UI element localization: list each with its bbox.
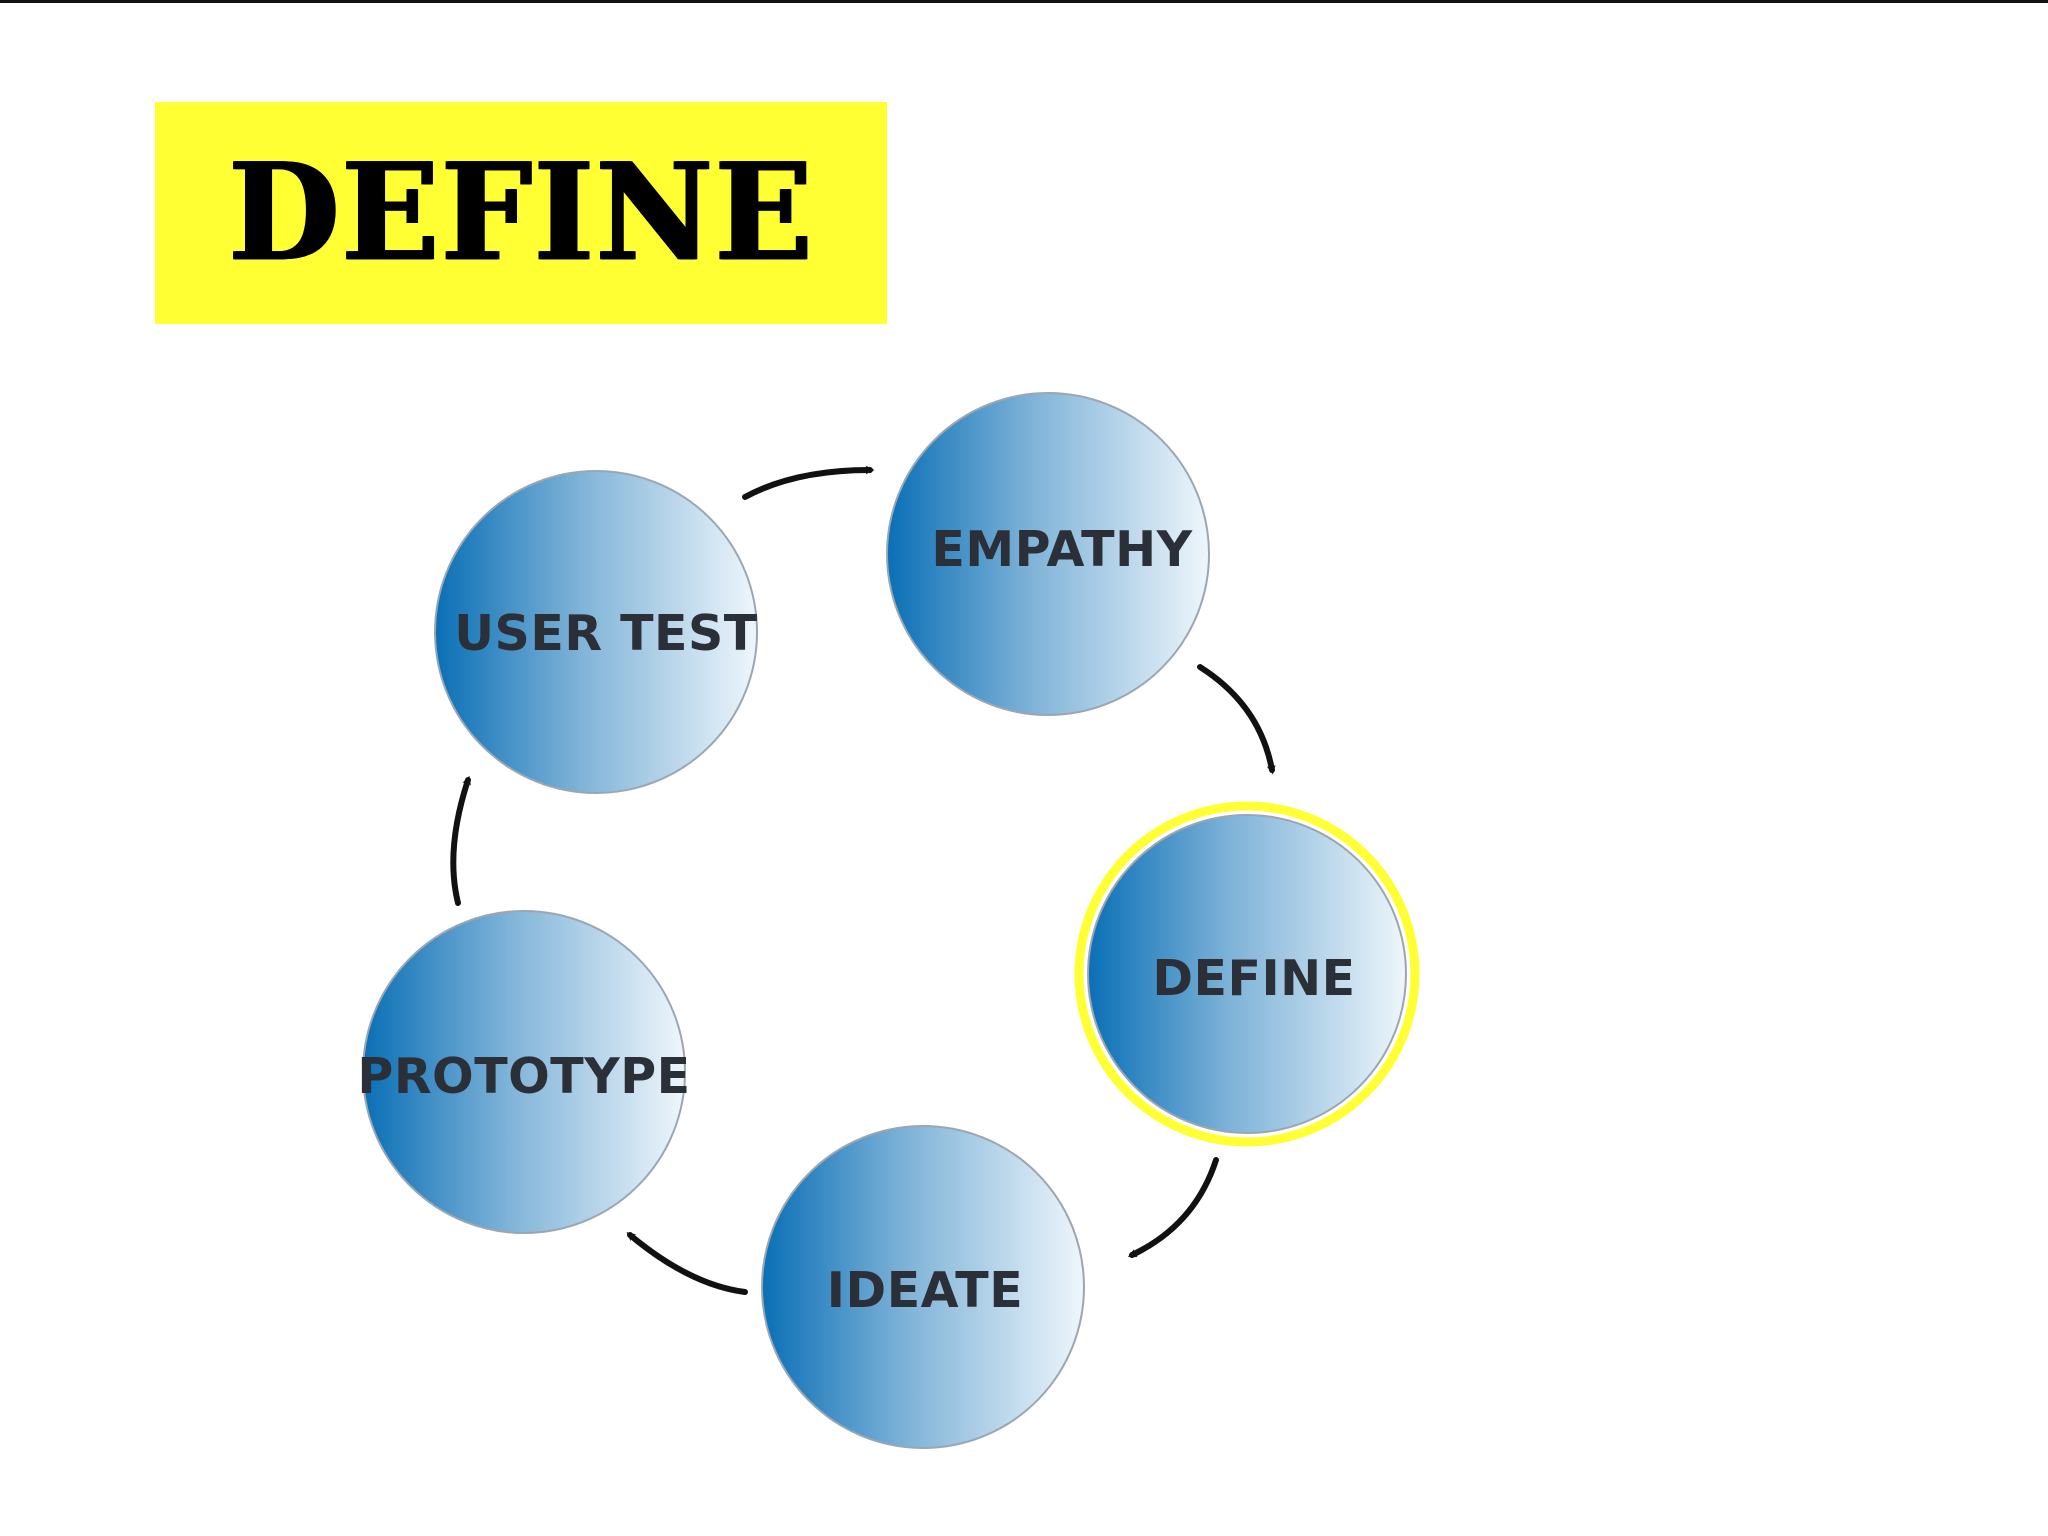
stage-prototype-label: PROTOTYPE bbox=[357, 1048, 690, 1105]
arrow-ideate-to-prototype bbox=[626, 1232, 748, 1295]
stage-define-label: DEFINE bbox=[1152, 950, 1355, 1007]
cycle-arrows bbox=[450, 465, 1276, 1295]
arrow-empathy-to-define bbox=[1197, 664, 1276, 775]
stage-empathy: EMPATHY bbox=[886, 392, 1210, 716]
stage-ideate-circle bbox=[761, 1125, 1085, 1449]
page-title: DEFINE bbox=[228, 134, 814, 292]
stage-define-circle bbox=[1087, 814, 1407, 1134]
arrow-prototype-to-user-test bbox=[450, 775, 471, 906]
top-divider bbox=[0, 0, 2048, 3]
arrow-user-test-to-empathy bbox=[742, 465, 875, 500]
stage-ideate: IDEATE bbox=[761, 1125, 1085, 1449]
cycle-nodes: EMPATHY DEFINE IDEATE PROTOTYPE USE bbox=[357, 392, 1420, 1449]
stage-user-test-label: USER TEST bbox=[454, 605, 758, 662]
stage-empathy-circle bbox=[886, 392, 1210, 716]
stage-empathy-label: EMPATHY bbox=[931, 521, 1192, 578]
stage-ideate-label: IDEATE bbox=[827, 1262, 1023, 1319]
stage-define-highlight-ring bbox=[1074, 801, 1420, 1147]
stage-user-test: USER TEST bbox=[434, 470, 758, 794]
stage-prototype-circle bbox=[362, 910, 686, 1234]
title-banner: DEFINE bbox=[155, 102, 887, 324]
stage-define: DEFINE bbox=[1074, 801, 1420, 1147]
stage-user-test-circle bbox=[434, 470, 758, 794]
stage-prototype: PROTOTYPE bbox=[357, 910, 690, 1234]
arrow-define-to-ideate bbox=[1127, 1157, 1219, 1258]
